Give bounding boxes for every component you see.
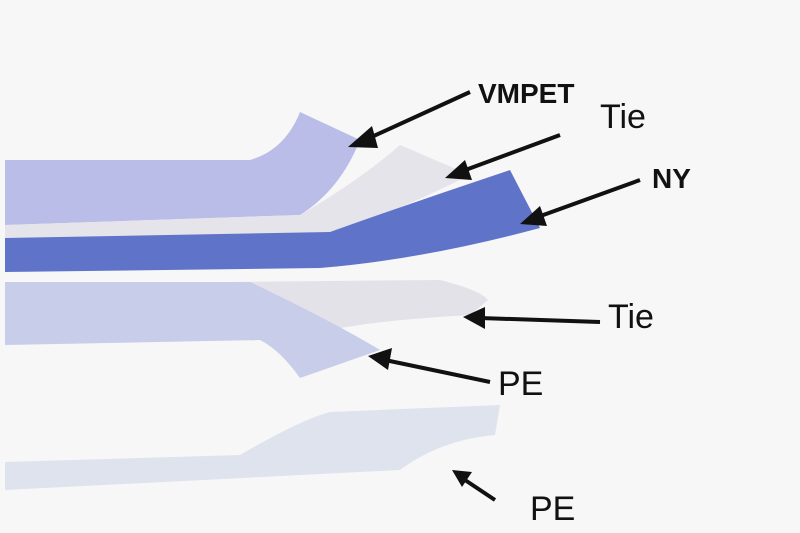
arrows <box>348 90 641 502</box>
label-vmpet: VMPET <box>478 78 575 109</box>
label-pe: PE <box>498 365 544 403</box>
vmpet-layer <box>5 112 360 225</box>
pe-layer <box>5 282 380 378</box>
ny-layer <box>5 170 540 272</box>
label-tie-top: Tie <box>600 98 646 136</box>
tie-layer-top <box>5 145 470 240</box>
label-tie-bottom: Tie <box>608 298 654 336</box>
label-ny: NY <box>652 163 691 194</box>
label-pe-bottom: PE <box>530 490 576 528</box>
pe-layer-bottom <box>5 405 500 490</box>
